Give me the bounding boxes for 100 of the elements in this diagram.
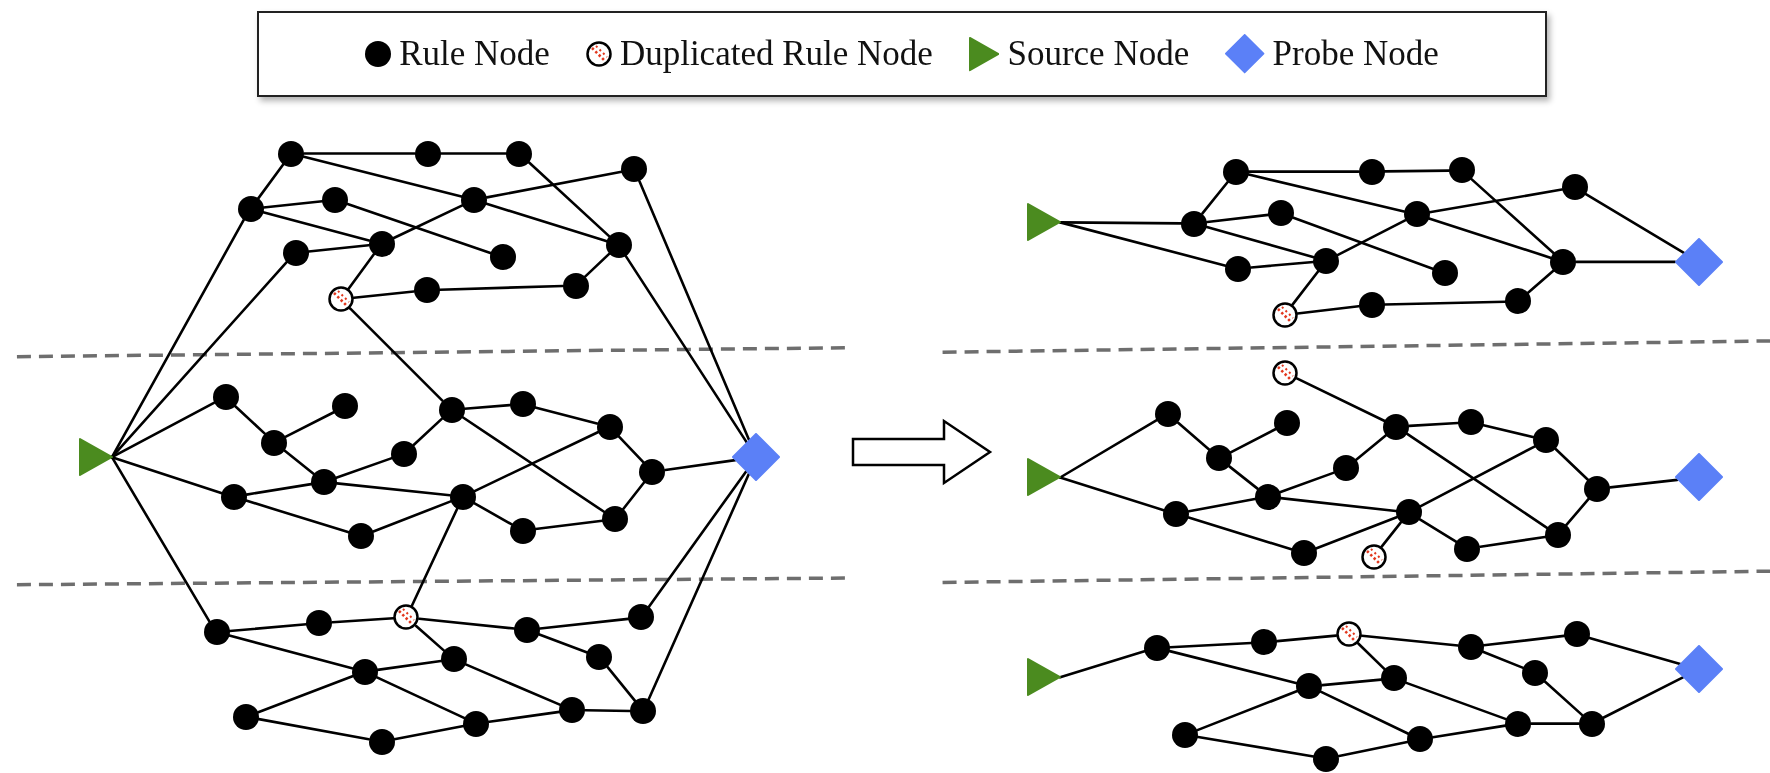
connector-line [1427,217,1553,260]
duplicated-node-circle [1335,621,1362,648]
rule-node-dot [1296,673,1323,700]
rule-node-dot [203,619,230,646]
connector-line [1196,689,1299,732]
rule-node-dot [306,610,333,637]
connector-line [283,449,316,476]
connector-line [1354,433,1388,462]
connector-line [538,633,589,654]
connector-line [1405,681,1508,721]
legend-label: Source Node [1007,34,1190,74]
connector-line [1247,170,1360,173]
connector-line [1058,221,1227,267]
connector-line [439,152,508,155]
connector-line [1419,444,1537,508]
connector-line [1319,690,1410,736]
rule-node-dot [628,604,655,631]
connector-line [307,243,370,253]
rule-node-dot [1505,288,1532,315]
rule-node-dot [1290,540,1317,567]
connector-line [1275,634,1338,643]
connector-line [257,162,285,200]
connector-line [473,431,600,493]
duplicated-node-circle [1271,301,1298,328]
connector-line [1295,376,1386,423]
rule-node-dot [1561,174,1588,201]
connector-line [606,665,637,703]
connector-line [1584,192,1686,255]
connector-line [621,480,646,511]
connector-line [414,624,446,652]
connector-line [335,482,452,497]
connector-line [1601,676,1685,719]
rule-node-dot [368,230,395,257]
legend-label: Probe Node [1272,34,1439,74]
rule-node-dot [1448,157,1475,184]
rule-node-dot [1403,201,1430,228]
connector-line [1337,740,1409,758]
rule-node-dot [310,469,337,495]
connector-line [244,499,351,534]
connector-line [1247,173,1406,213]
rule-node-dot [1522,659,1549,686]
connector-line [472,501,513,526]
connector-line [1336,219,1407,257]
connector-line [538,617,630,630]
connector-line [256,675,354,714]
connector-line [1278,471,1335,494]
rule-node-dot [506,140,533,167]
connector-line [372,500,452,533]
connector-line [1168,641,1253,649]
connector-line [261,210,371,242]
connector-line [348,307,444,402]
connector-line [527,161,611,238]
connector-line [1529,722,1580,725]
probe-diamond [732,433,781,482]
rule-node-dot [1313,247,1340,274]
rule-node-dot [438,396,465,423]
rule-node-dot [440,646,467,673]
connector-line [331,617,395,624]
connector-line [1279,496,1398,513]
connector-line [110,455,223,495]
connector-line [1405,432,1549,530]
connector-line [228,634,354,670]
rule-node-dot [639,458,666,485]
rule-node-dot [282,239,309,266]
rule-node-dot [1251,629,1278,656]
rule-node-dot [414,140,441,167]
rule-node-dot [348,523,375,550]
connector-line [1428,188,1564,214]
connector-line [1481,650,1525,670]
rule-node-dot [562,272,589,299]
rule-node-dot [1332,455,1359,482]
rule-node-dot [1584,475,1611,502]
rule-node-dot [1172,721,1199,748]
connector-line [347,253,376,290]
connector-line [257,717,371,741]
duplicated-node-circle [393,604,420,631]
rule-node-dot [596,413,623,440]
source-triangle [1027,657,1062,698]
connector-line [334,456,394,479]
rule-node-dot [332,393,359,420]
source-triangle [1027,457,1062,498]
rule-node-dot [1505,710,1532,737]
rule-node-dot [233,703,260,730]
connector-line [1360,634,1460,647]
duplicated-node-circle [327,286,354,313]
rule-node-dot [261,429,288,456]
connector-line [438,284,564,291]
connector-line [617,434,645,464]
connector-line [1187,516,1293,551]
rule-node-dot [463,710,490,737]
connector-line [464,663,562,707]
connector-line [1228,465,1259,490]
connector-line [1187,497,1257,513]
rule-node-dot [514,616,541,643]
connector-line [534,519,604,531]
rule-node-dot [630,698,657,725]
connector-line [463,403,511,411]
connector-line [1543,680,1584,717]
rule-node-dot [605,231,632,258]
rule-node-dot [602,506,629,533]
